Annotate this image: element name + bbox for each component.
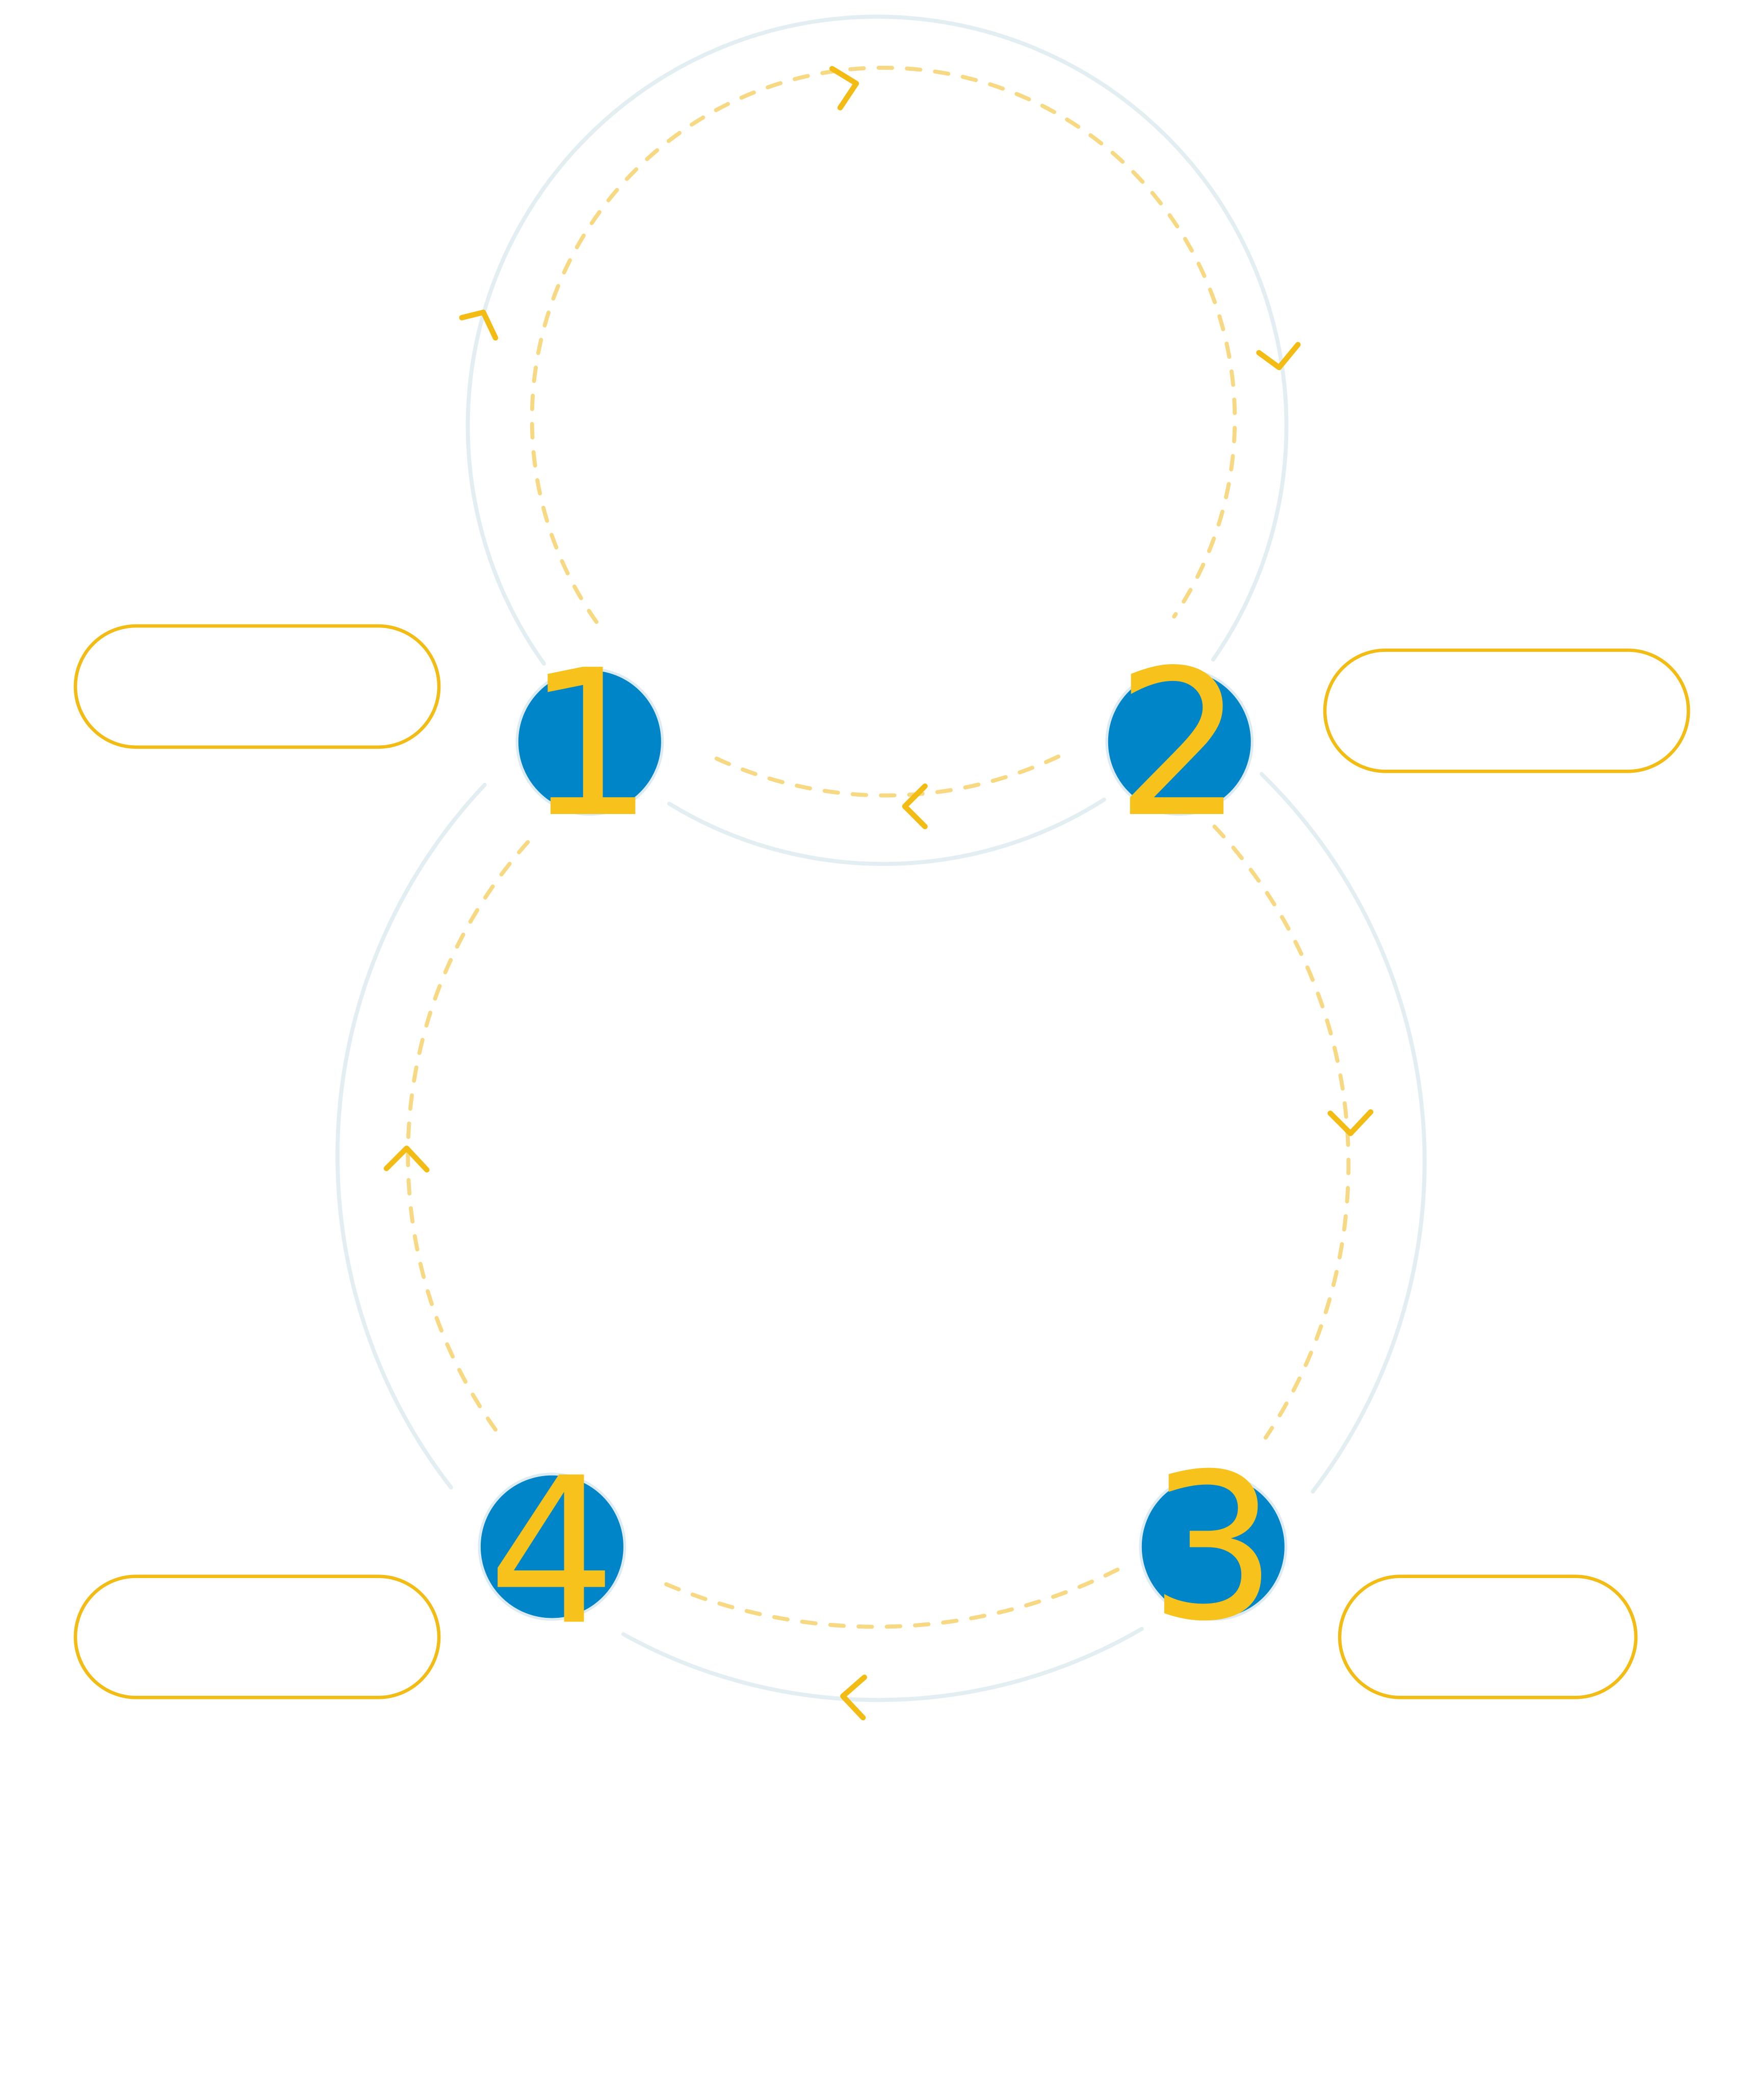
middle-guide-arc	[667, 797, 1106, 866]
chevron-left-icon	[902, 783, 928, 829]
node-circle	[1139, 1473, 1288, 1621]
chevron-up-icon	[383, 1145, 430, 1173]
node-2: 2	[1105, 627, 1254, 862]
node-3: 3	[1139, 1431, 1288, 1666]
node-label-3: 3	[1149, 1431, 1277, 1666]
callouts	[73, 624, 1690, 1699]
chevron-down-icon	[1256, 342, 1301, 371]
node-4: 4	[478, 1435, 626, 1670]
left-guide-arc	[335, 782, 487, 1490]
flow-paths	[406, 65, 1351, 1629]
chevron-left-icon	[840, 1674, 867, 1721]
node-label-4: 4	[488, 1435, 616, 1670]
callout-box-4	[73, 1574, 441, 1699]
guide-rings	[335, 14, 1427, 1702]
left-flow-path	[406, 830, 539, 1432]
chevron-right-icon	[829, 66, 859, 111]
node-label-2: 2	[1115, 627, 1244, 862]
node-circle	[515, 667, 664, 816]
middle-flow-path	[710, 754, 1060, 798]
callout-box-2	[1323, 648, 1690, 773]
node-label-1: 1	[526, 627, 654, 862]
bottom-guide-arc	[621, 1626, 1144, 1702]
direction-arrows	[383, 66, 1374, 1721]
right-flow-path	[1212, 824, 1351, 1440]
right-guide-arc	[1259, 772, 1427, 1494]
node-1: 1	[515, 627, 664, 862]
node-circle	[1105, 667, 1254, 816]
node-circle	[478, 1473, 626, 1621]
chevron-down-icon	[1327, 1109, 1374, 1137]
chevron-right-icon	[459, 309, 499, 341]
bottom-flow-path	[652, 1567, 1120, 1629]
callout-box-3	[1338, 1574, 1638, 1699]
callout-box-1	[73, 624, 441, 749]
upper-flow-path	[530, 65, 1237, 624]
upper-guide-arc	[465, 14, 1289, 666]
